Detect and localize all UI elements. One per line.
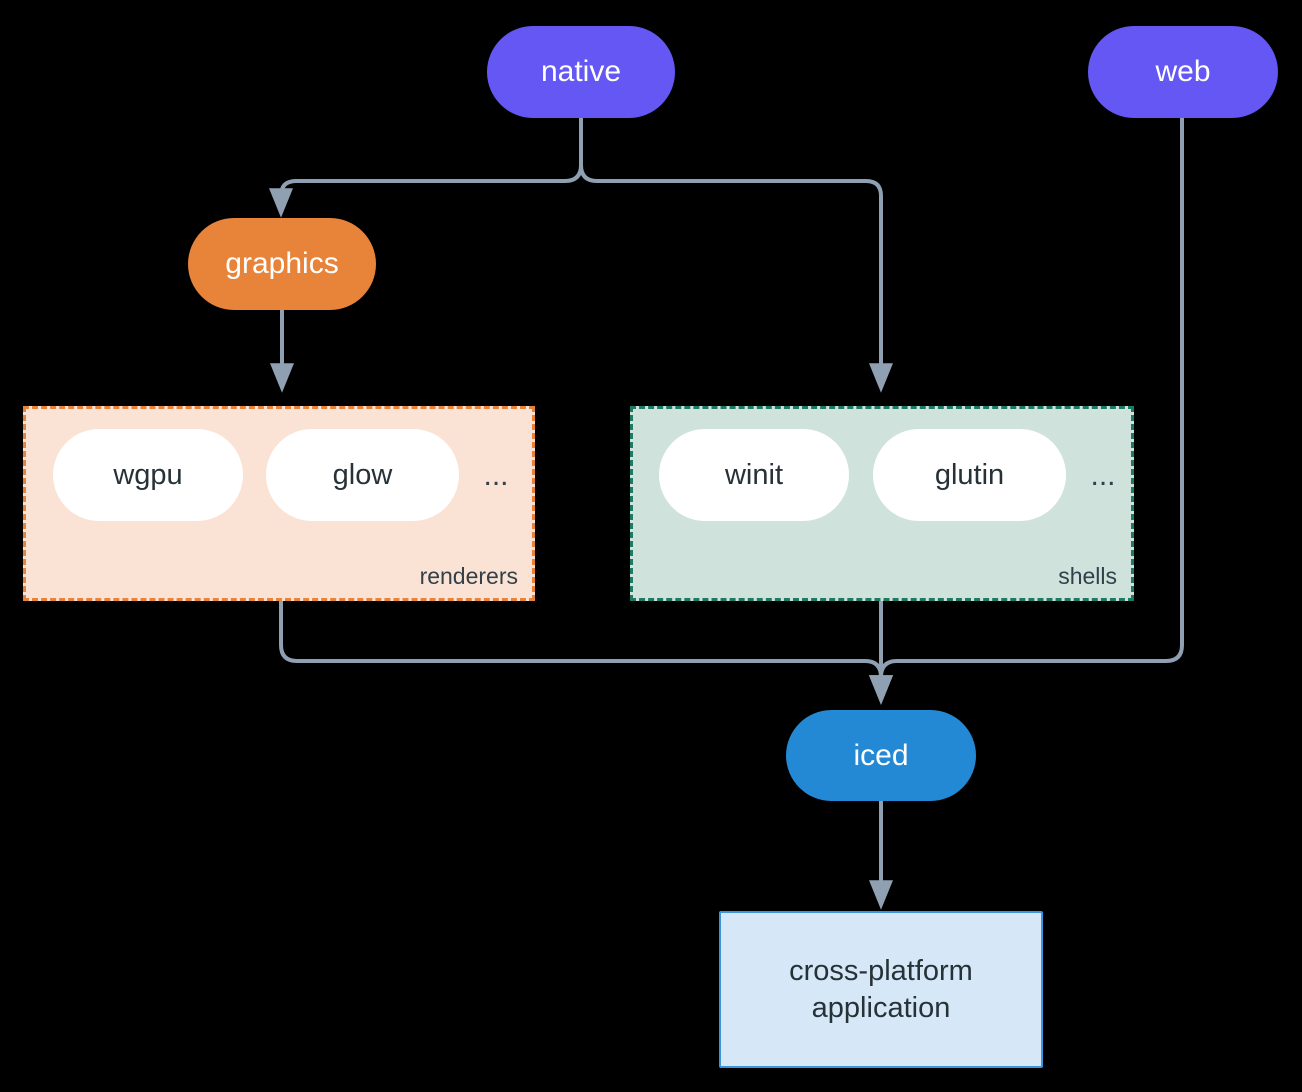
node-graphics-label: graphics (225, 247, 339, 281)
pill-glutin-label: glutin (934, 458, 1005, 491)
pill-wgpu[interactable]: wgpu (53, 429, 243, 521)
edge-renderers-iced (279, 601, 893, 705)
node-web[interactable]: web (1088, 26, 1278, 118)
node-iced[interactable]: iced (786, 710, 976, 801)
node-application[interactable]: cross-platform application (719, 911, 1043, 1068)
node-application-line2: application (811, 991, 951, 1024)
node-web-label: web (1155, 55, 1211, 89)
group-shells-label: shells (1058, 563, 1117, 589)
node-native[interactable]: native (487, 26, 675, 118)
node-application-line1: cross-platform (789, 955, 973, 988)
pill-glow-label: glow (332, 458, 393, 491)
edge-native-shells (579, 118, 893, 393)
shells-overflow-ellipsis: ... (1090, 459, 1116, 492)
pill-glutin[interactable]: glutin (873, 429, 1066, 521)
node-iced-label: iced (853, 738, 909, 772)
pill-glow[interactable]: glow (266, 429, 459, 521)
group-shells: winit glutin ... shells (630, 406, 1134, 601)
pill-wgpu-label: wgpu (113, 458, 183, 491)
group-renderers: wgpu glow ... renderers (23, 406, 535, 601)
pill-winit-label: winit (724, 458, 783, 491)
node-native-label: native (540, 55, 622, 89)
edge-native-bus (268, 118, 583, 218)
node-graphics[interactable]: graphics (188, 218, 376, 310)
group-renderers-label: renderers (419, 563, 518, 589)
renderers-overflow-ellipsis: ... (483, 459, 509, 492)
pill-winit[interactable]: winit (659, 429, 849, 521)
